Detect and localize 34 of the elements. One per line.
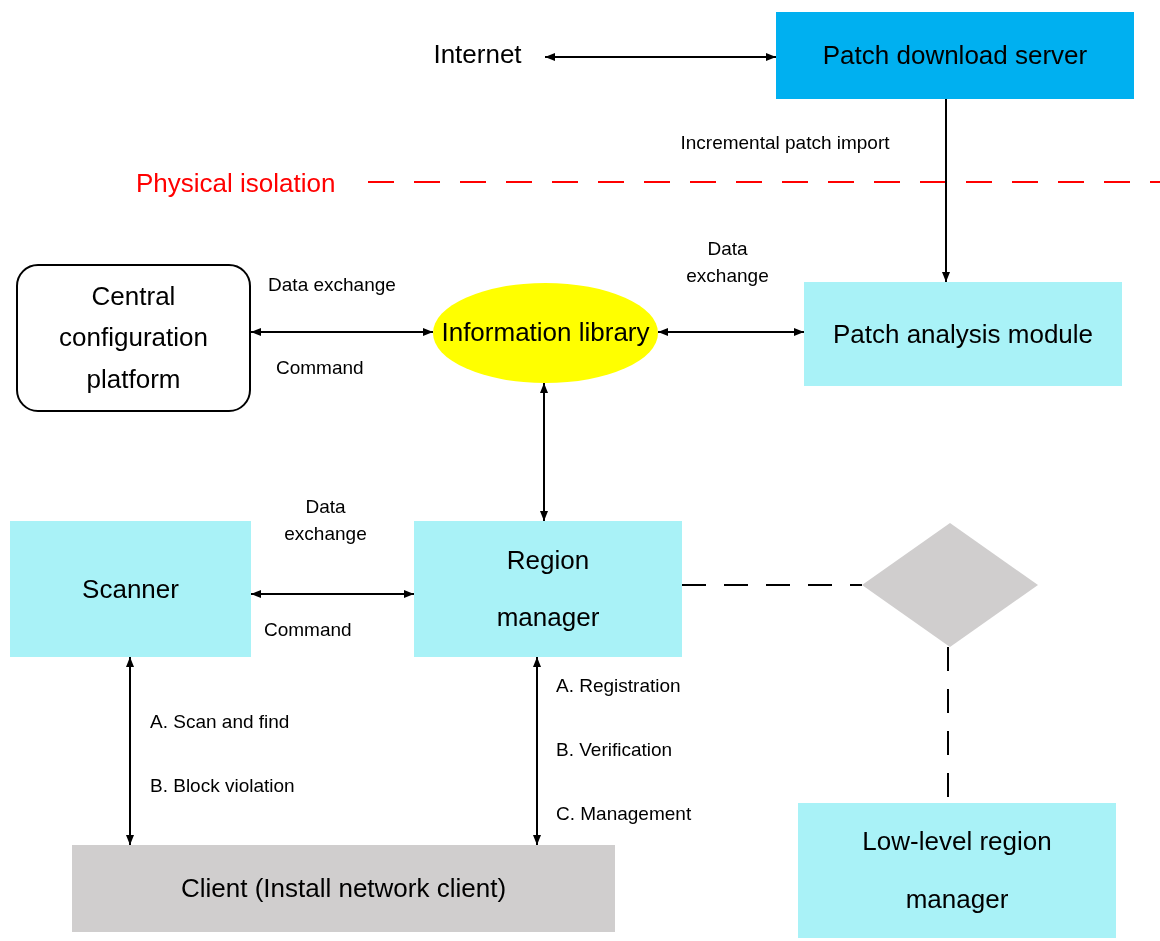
- annotation-text: A. Scan and find: [150, 710, 290, 734]
- arrow: [126, 656, 134, 846]
- manager-box: [798, 803, 1116, 938]
- arrow: [544, 53, 777, 61]
- scanner-box: [10, 521, 251, 657]
- annotation-text: B. Block violation: [150, 774, 295, 798]
- node-label: Patch download server: [822, 39, 1088, 72]
- platform-box: [16, 264, 251, 412]
- node-label: Internet: [433, 37, 522, 71]
- annotation-text: C. Management: [556, 802, 692, 826]
- dashed-connector: [681, 584, 863, 586]
- annotation-text: Command: [264, 618, 352, 642]
- arrow: [250, 328, 434, 336]
- arrow: [657, 328, 805, 336]
- client-box: [72, 845, 615, 932]
- annotation-text: A. Registration: [556, 674, 681, 698]
- node-label: Scanner: [82, 572, 179, 606]
- decision-diamond: [862, 523, 1038, 647]
- arrow: [942, 98, 950, 283]
- arrow: [250, 590, 415, 598]
- zone-label: Physical isolation: [136, 167, 336, 200]
- node-label: Client (Install network client): [180, 872, 507, 905]
- node-label: Patch analysis module: [832, 317, 1094, 351]
- node-label: Information library: [441, 316, 650, 350]
- module-box: [804, 282, 1122, 386]
- arrow: [540, 382, 548, 522]
- node-label: Central configuration platform: [58, 279, 209, 396]
- server-box: [776, 12, 1134, 99]
- arrow: [533, 656, 541, 846]
- annotation-text: B. Verification: [556, 738, 673, 762]
- annotation-text: Command: [276, 356, 364, 380]
- manager-box: [414, 521, 682, 657]
- node-label: Region manager: [495, 543, 601, 634]
- node-label: Low-level region manager: [861, 825, 1053, 916]
